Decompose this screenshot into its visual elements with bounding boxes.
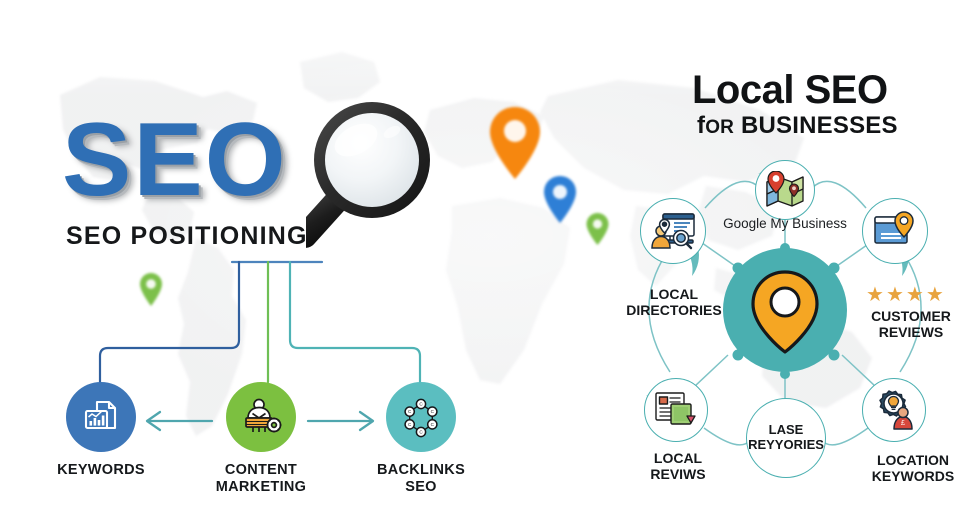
page-subtitle-seo-positioning: SEO POSITIONING: [66, 222, 308, 250]
node-label-local-directories-line2: DIRECTORIES: [626, 302, 722, 319]
node-label-local-reviews-line1: LOCAL: [653, 450, 703, 466]
local-seo-title: Local SEO: [692, 68, 888, 112]
node-label-location-keywords: LOCATION KEYWORDS: [848, 452, 978, 484]
star-icon: ★: [925, 284, 944, 306]
svg-text:£: £: [901, 420, 905, 427]
map-pin-icon: [751, 270, 819, 354]
content-megaphone-gear-icon: [245, 398, 282, 433]
node-label-local-directories-line1: LOCAL: [649, 286, 699, 302]
node-lase-reyyories-text: LASE REYYORIES: [748, 423, 824, 452]
star-icon: ★: [905, 284, 924, 306]
node-label-location-keywords-line1: LOCATION: [876, 452, 950, 468]
arrow-right: [306, 410, 375, 432]
branch-label-backlinks-line1: BACKLINKS: [376, 462, 466, 478]
directory-window-icon: [651, 213, 695, 250]
branch-label-keywords: KEYWORDS: [41, 462, 161, 479]
node-label-local-reviews-line2: REVIWS: [650, 466, 706, 483]
branch-label-content-marketing: CONTENT MARKETING: [196, 462, 326, 496]
branch-node-backlinks-seo[interactable]: C C C C C C: [386, 382, 456, 452]
branch-label-keywords-text: KEYWORDS: [57, 462, 145, 478]
svg-text:C: C: [431, 422, 435, 427]
branch-label-backlinks-line2: SEO: [405, 478, 437, 495]
node-lase-reyyories[interactable]: LASE REYYORIES: [746, 398, 826, 478]
backlink-ring-icon: C C C C C C: [404, 398, 438, 438]
branch-label-content-line2: MARKETING: [215, 478, 307, 495]
node-google-my-business[interactable]: [755, 160, 815, 220]
node-label-location-keywords-line2: KEYWORDS: [871, 468, 955, 485]
svg-text:C: C: [419, 402, 423, 407]
node-label-local-reviews: LOCAL REVIWS: [618, 450, 738, 482]
arrow-left: [145, 410, 214, 432]
node-label-customer-reviews: CUSTOMER REVIEWS: [846, 308, 976, 340]
local-seo-hub[interactable]: [723, 248, 847, 372]
local-seo-subtitle: fOR BUSINESSES: [697, 112, 898, 140]
node-label-google-my-business: Google My Business: [723, 216, 847, 231]
star-icon: ★: [885, 284, 904, 306]
branch-label-backlinks-seo: BACKLINKS SEO: [361, 462, 481, 496]
page-title-seo: SEO: [62, 102, 288, 218]
customer-reviews-star-rating: ★ ★ ★ ★: [866, 285, 944, 305]
branch-node-keywords[interactable]: [66, 382, 136, 452]
local-seo-subtitle-smallcaps: OR: [705, 117, 735, 138]
orange-map-pin: [490, 107, 540, 179]
node-local-directories[interactable]: [640, 198, 706, 264]
svg-text:C: C: [431, 409, 435, 414]
magnifying-glass-icon: [306, 102, 430, 248]
node-lase-reyyories-line2: REYYORIES: [748, 437, 824, 452]
local-seo-subtitle-prefix: f: [697, 112, 706, 139]
node-label-customer-reviews-line1: CUSTOMER: [871, 308, 951, 324]
review-card-pin-icon: [874, 211, 914, 244]
gear-bulb-person-icon: £: [879, 390, 913, 430]
green-map-pin: [586, 213, 609, 245]
node-location-keywords[interactable]: £: [862, 378, 926, 442]
node-lase-reyyories-line1: LASE: [768, 422, 804, 438]
article-review-icon: [655, 392, 696, 425]
branch-label-content-line1: CONTENT: [224, 462, 298, 478]
svg-text:C: C: [408, 409, 412, 414]
branch-node-content-marketing[interactable]: [226, 382, 296, 452]
node-label-local-directories: LOCAL DIRECTORIES: [614, 286, 734, 318]
green-map-pin-left: [140, 273, 162, 306]
blue-map-pin: [544, 176, 576, 223]
node-local-reviews[interactable]: [644, 378, 708, 442]
svg-text:C: C: [419, 430, 423, 435]
folded-map-icon: [766, 171, 804, 207]
node-label-customer-reviews-line2: REVIEWS: [878, 324, 944, 341]
branch-connector-lines: [98, 260, 422, 384]
svg-text:C: C: [408, 422, 412, 427]
chart-document-icon: [84, 400, 117, 430]
local-seo-subtitle-rest: BUSINESSES: [734, 112, 898, 139]
star-icon: ★: [866, 284, 884, 306]
node-customer-reviews[interactable]: [862, 198, 928, 264]
